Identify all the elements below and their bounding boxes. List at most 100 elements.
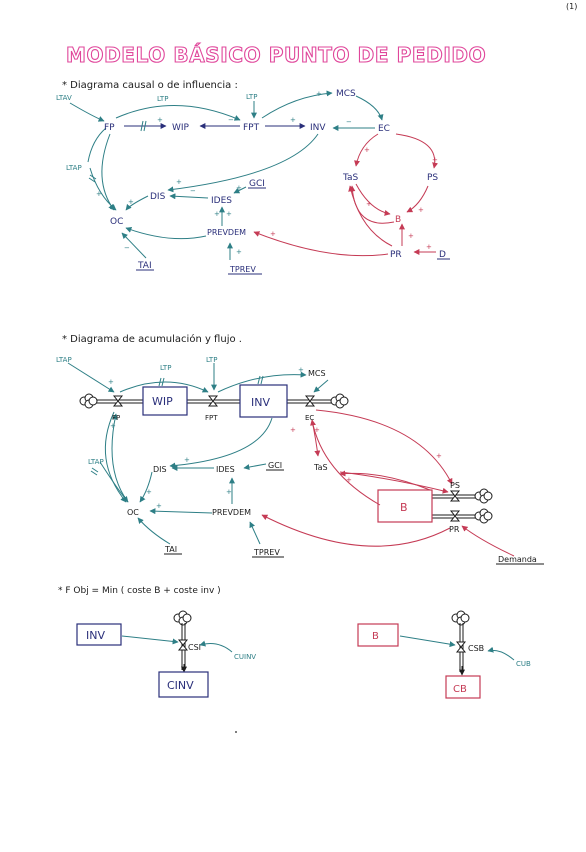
polarity: +: [408, 232, 414, 240]
node-cub: CUB: [516, 660, 531, 668]
cinv-box-label: CINV: [167, 679, 194, 692]
section3-heading: * F Obj = Min ( coste B + coste inv ): [58, 586, 221, 596]
node-tai: TAI: [164, 545, 177, 554]
edge-fpt-mcs: [261, 90, 333, 119]
node-ides: IDES: [216, 465, 235, 474]
polarity: +: [298, 366, 304, 374]
node-ps: PS: [427, 173, 438, 183]
polarity: +: [436, 452, 442, 460]
edge-dis-oc: [125, 195, 149, 211]
node-mcs: MCS: [308, 369, 326, 378]
link-fp-fpt: [119, 381, 209, 393]
polarity: +: [290, 116, 296, 124]
node-ltp1: LTP: [160, 364, 171, 372]
edge-tai-oc: [121, 232, 147, 259]
flow-fp: FP: [112, 414, 120, 422]
polarity: −: [346, 118, 352, 126]
objective-function: * F Obj = Min ( coste B + coste inv ) IN…: [58, 586, 531, 699]
source-cloud: [79, 393, 98, 409]
edge-tas-b: [355, 183, 391, 216]
edge-b-tas: [349, 185, 395, 224]
node-inv: INV: [310, 123, 326, 133]
flow-csi: CSI: [188, 643, 201, 652]
stock-b-label: B: [400, 501, 408, 514]
valve-pr: [450, 510, 460, 522]
sink-cloud: [474, 488, 493, 504]
node-dis: DIS: [153, 465, 167, 474]
node-pr: PR: [390, 250, 402, 260]
polarity: −: [124, 244, 130, 252]
edge-fp-fpt: [115, 105, 241, 121]
polarity: −: [190, 187, 196, 195]
stock-inv-label: INV: [251, 396, 270, 409]
link-prevdem-oc: [149, 508, 213, 515]
polarity: +: [96, 190, 102, 198]
polarity: +: [346, 476, 352, 484]
page-number: (1): [566, 2, 577, 11]
link-b-csb: [399, 635, 456, 648]
edge-ltap-oc: [89, 167, 117, 211]
edge-ltap-fp-double: [87, 127, 107, 163]
polarity: +: [214, 210, 220, 218]
node-demanda: Demanda: [498, 555, 537, 564]
polarity: −: [228, 116, 234, 124]
link-b-ec: [310, 419, 381, 506]
polarity: +: [366, 200, 372, 208]
edge-ps-b: [406, 185, 429, 213]
edge-mcs-ec: [355, 95, 384, 121]
polarity: +: [316, 90, 322, 98]
node-prevdem: PREVDEM: [207, 228, 246, 237]
node-fpt: FPT: [243, 123, 260, 133]
flow-fpt: FPT: [205, 414, 218, 422]
section1-heading: * Diagrama causal o de influencia :: [62, 80, 238, 91]
node-b: B: [395, 215, 401, 225]
polarity: +: [314, 426, 320, 434]
polarity: +: [226, 488, 232, 496]
link-inv-csi: [121, 635, 179, 645]
node-tas: TaS: [313, 463, 328, 472]
node-tprev: TPREV: [229, 265, 256, 274]
link-pr-prevdem: [261, 514, 451, 547]
polarity: +: [108, 378, 114, 386]
stock-wip-label: WIP: [152, 395, 173, 408]
link-cub-csb: [487, 646, 515, 661]
link-fp-oc: [104, 411, 127, 503]
polarity: +: [226, 210, 232, 218]
node-prevdem: PREVDEM: [212, 508, 251, 517]
cb-box-label: CB: [453, 684, 467, 695]
node-ltap: LTAP: [88, 458, 104, 466]
edge-fp-oc: [101, 133, 115, 211]
link-tprev-prevdem: [249, 521, 261, 545]
polarity: +: [364, 146, 370, 154]
valve-fp: [113, 395, 123, 407]
polarity: +: [418, 206, 424, 214]
node-fp: FP: [104, 123, 115, 133]
edge-ides-dis: [169, 193, 209, 200]
polarity: +: [236, 184, 242, 192]
flow-csb: CSB: [468, 644, 484, 653]
node-gci: GCI: [268, 461, 282, 470]
node-tai: TAI: [137, 261, 152, 271]
flow-ps: PS: [450, 481, 460, 490]
node-cuinv: CUINV: [234, 653, 256, 661]
stock-cinv-box: [158, 671, 209, 698]
sink-cloud: [474, 508, 493, 524]
polarity: +: [426, 243, 432, 251]
node-ltp2: LTP: [206, 356, 217, 364]
link-cuinv-csi: [199, 640, 233, 653]
node-ltav: LTAV: [56, 94, 72, 102]
node-gci: GCI: [249, 179, 265, 189]
valve-ec: [305, 395, 315, 407]
edge-ltav-fp: [69, 102, 105, 122]
page-title: MODELO BÁSICO PUNTO DE PEDIDO: [66, 43, 486, 67]
link-ltap-fp: [67, 362, 115, 393]
valve-csb: [456, 641, 466, 653]
node-oc: OC: [127, 508, 139, 517]
node-ltp2: LTP: [246, 93, 257, 101]
b-box-label: B: [372, 631, 379, 642]
polarity: +: [432, 156, 438, 164]
polarity: +: [110, 422, 116, 430]
polarity: +: [176, 178, 182, 186]
edge-ec-ps: [395, 133, 439, 169]
